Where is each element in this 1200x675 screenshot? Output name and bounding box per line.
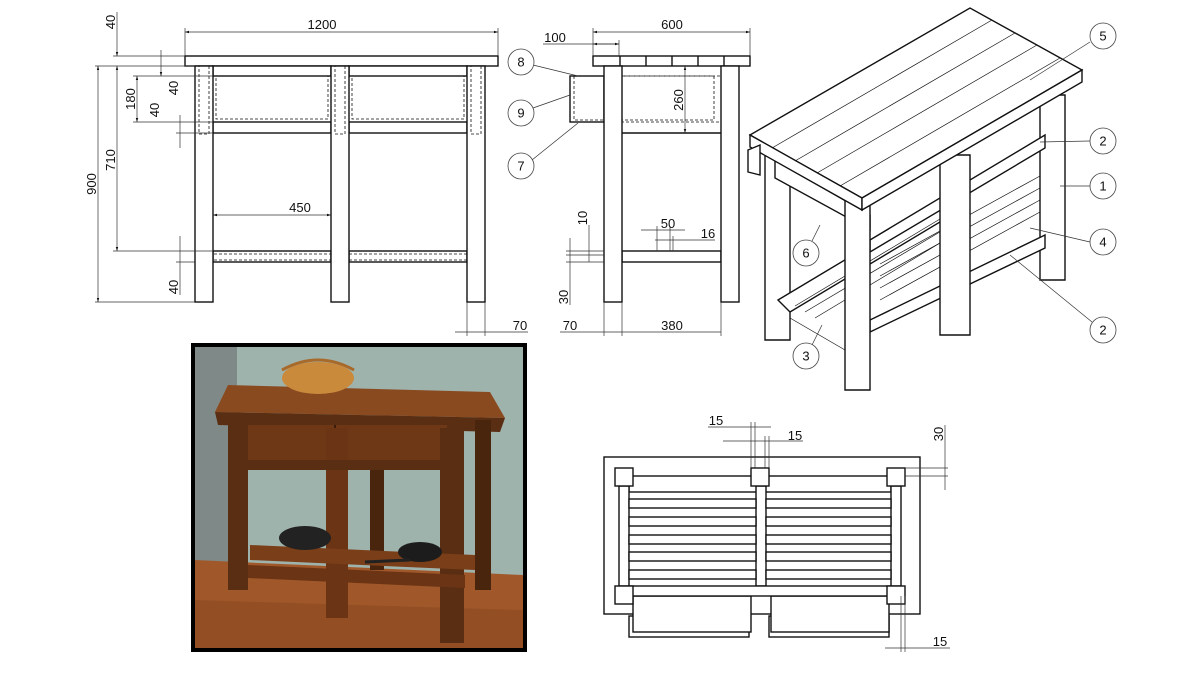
callout-5: 5 — [1099, 29, 1106, 44]
dim-rail-1: 40 — [147, 103, 162, 117]
dim-leg-width: 70 — [513, 318, 527, 333]
callout-2-upper: 2 — [1099, 134, 1106, 149]
callout-8: 8 — [517, 55, 524, 70]
dim-drawer-depth: 260 — [671, 89, 686, 111]
callout-6: 6 — [802, 246, 809, 261]
dim-slat-width: 50 — [661, 216, 675, 231]
callout-3: 3 — [802, 349, 809, 364]
dim-top-offset-a: 15 — [709, 413, 723, 428]
dim-top-offset-d: 15 — [933, 634, 947, 649]
dim-slat-spacing: 16 — [701, 226, 715, 241]
dim-inner-depth: 380 — [661, 318, 683, 333]
side-view: 600 100 260 10 50 16 30 70 380 8 9 7 — [507, 17, 751, 336]
dim-depth: 600 — [661, 17, 683, 32]
callout-7: 7 — [517, 159, 524, 174]
dim-leg-height: 710 — [103, 149, 118, 171]
dim-rail-2: 40 — [166, 81, 181, 95]
dim-side-leg-width: 70 — [563, 318, 577, 333]
callout-9: 9 — [517, 106, 524, 121]
product-photo — [191, 343, 527, 652]
callout-4: 4 — [1099, 235, 1106, 250]
dim-bay-width: 450 — [289, 200, 311, 215]
dim-top-offset-b: 15 — [788, 428, 802, 443]
dim-top-offset-c: 30 — [931, 427, 946, 441]
top-view: 15 15 30 15 — [603, 413, 950, 652]
dim-slat-gap: 10 — [575, 211, 590, 225]
dim-overhang: 100 — [544, 30, 566, 45]
isometric-view: 5 2 1 4 2 6 3 — [747, 7, 1117, 391]
dim-drawer-height: 180 — [123, 88, 138, 110]
dim-top-thickness: 40 — [103, 15, 118, 29]
dim-width: 1200 — [308, 17, 337, 32]
dim-side-shelf-rail: 30 — [556, 290, 571, 304]
dim-height: 900 — [84, 173, 99, 195]
callout-1: 1 — [1099, 179, 1106, 194]
callout-2-lower: 2 — [1099, 323, 1106, 338]
dim-shelf-rail: 40 — [166, 280, 181, 294]
front-view: 1200 900 710 40 180 40 40 450 40 70 — [84, 12, 528, 336]
